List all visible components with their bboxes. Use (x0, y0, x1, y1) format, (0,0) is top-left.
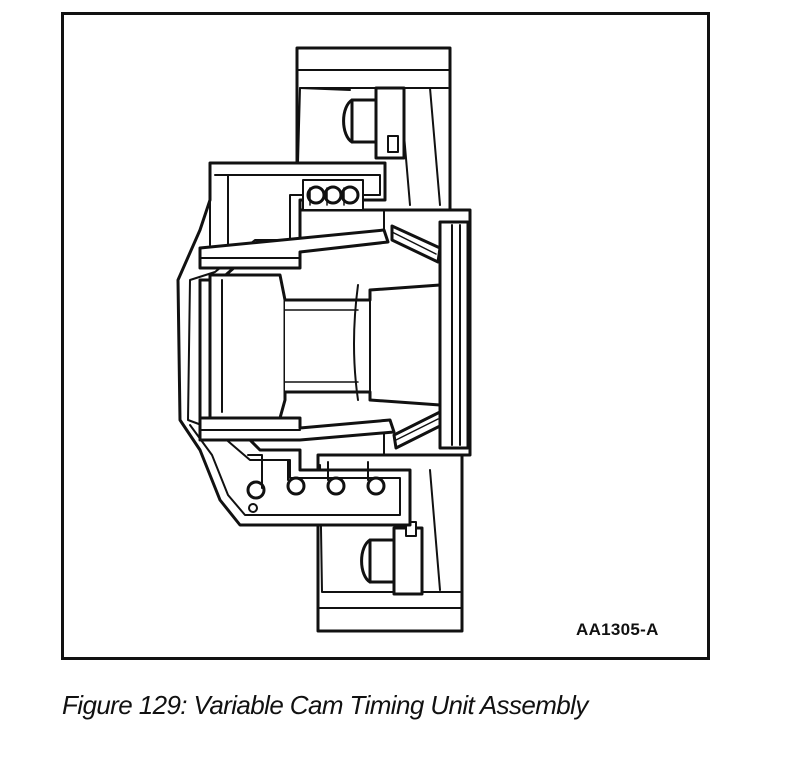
upper-lock-pin (344, 88, 404, 158)
piston-bars (200, 230, 394, 440)
lower-springs (248, 455, 384, 512)
figure-caption: Figure 129: Variable Cam Timing Unit Ass… (62, 690, 588, 720)
upper-springs (303, 180, 363, 210)
figure-code: AA1305-A (576, 620, 659, 639)
center-hub (210, 275, 440, 418)
helical-splines (392, 226, 440, 448)
lower-lock-pin (362, 522, 422, 594)
